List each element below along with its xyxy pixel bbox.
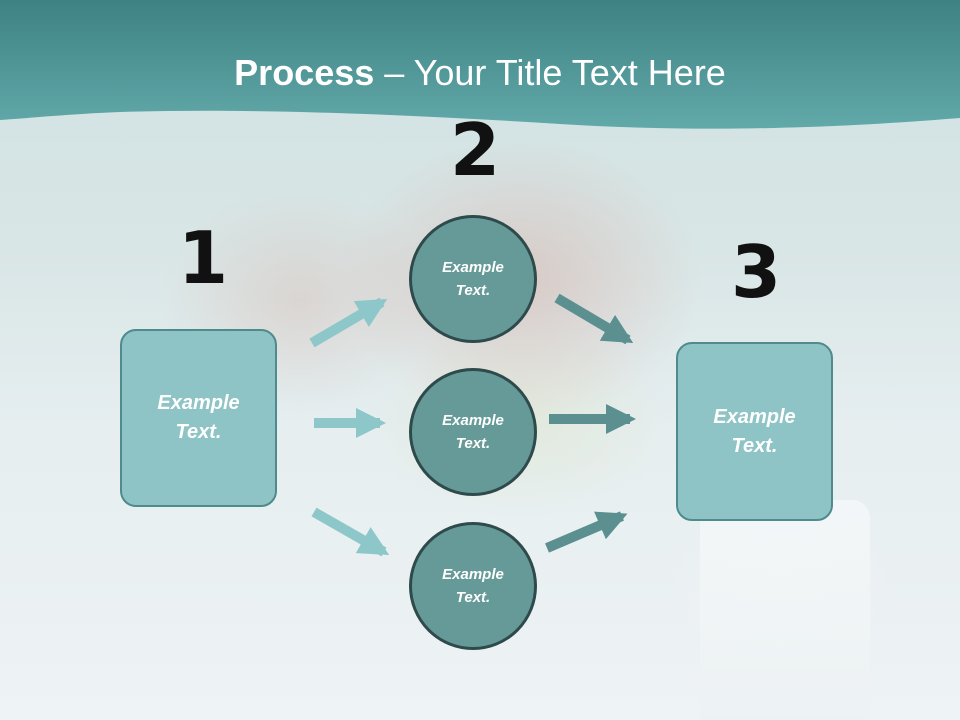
arrow-1-to-top xyxy=(309,297,388,348)
title-rest: – Your Title Text Here xyxy=(374,52,726,93)
circle-bottom-text: Example Text. xyxy=(442,566,504,606)
step-3-text: Example Text. xyxy=(713,405,796,457)
circle-top: Example Text. xyxy=(409,215,537,343)
circle-top-text: Example Text. xyxy=(442,259,504,299)
background-bottle xyxy=(700,500,870,720)
header-banner xyxy=(0,0,960,129)
arrow-1-to-bottom xyxy=(311,507,390,557)
step-number-3: 3 xyxy=(731,230,782,314)
circle-middle: Example Text. xyxy=(409,368,537,496)
title-bold: Process xyxy=(234,52,375,93)
circle-bottom: Example Text. xyxy=(409,522,537,650)
step-number-1: 1 xyxy=(178,216,229,300)
arrow-bottom-to-3 xyxy=(545,511,628,553)
step-1-box: Example Text. xyxy=(120,329,277,507)
slide-title: Process – Your Title Text Here xyxy=(0,52,960,94)
step-1-text: Example Text. xyxy=(157,392,240,443)
step-number-2: 2 xyxy=(450,108,501,192)
arrow-top-to-3 xyxy=(554,293,634,345)
step-3-box: Example Text. xyxy=(676,342,833,521)
circle-middle-text: Example Text. xyxy=(442,412,504,452)
